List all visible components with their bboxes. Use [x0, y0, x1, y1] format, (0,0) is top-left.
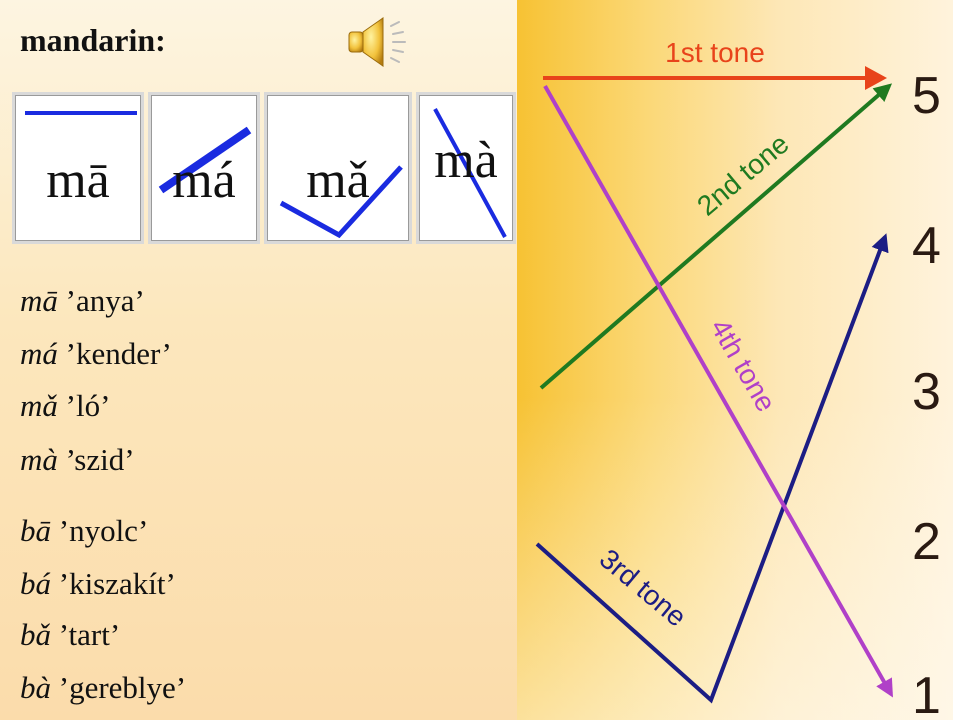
word-gloss: ’tart’	[51, 617, 121, 652]
word-gloss: ’szid’	[57, 442, 135, 477]
word-entry: má ’kender’	[20, 336, 172, 372]
level-3-label: 3	[912, 363, 941, 421]
word-list-panel: mandarin: mā má	[0, 0, 517, 720]
word-form: bǎ	[20, 617, 51, 652]
tone-box-4: mà	[416, 92, 516, 244]
tone-diagram-panel: 1st tone 2nd tone 3rd tone 4th tone 5 4 …	[517, 0, 953, 720]
word-entry: mā ’anya’	[20, 283, 145, 319]
word-gloss: ’kender’	[57, 336, 172, 371]
word-form: mǎ	[20, 388, 58, 423]
tone-box-syllable: mǎ	[306, 152, 370, 209]
tone3-line	[535, 233, 889, 704]
tone4-line	[543, 85, 893, 698]
word-entry: mǎ ’ló’	[20, 388, 110, 424]
word-form: bá	[20, 566, 51, 601]
word-entry: bá ’kiszakít’	[20, 566, 176, 602]
tone-box-2: má	[148, 92, 260, 244]
word-form: mà	[20, 442, 58, 477]
word-gloss: ’anya’	[57, 283, 145, 318]
tone-box-syllable: mā	[46, 152, 110, 209]
word-form: mā	[20, 283, 58, 318]
tone-box-1: mā	[12, 92, 144, 244]
level-5-label: 5	[912, 67, 941, 125]
tone2-line	[539, 83, 893, 390]
tone2-label: 2nd tone	[691, 128, 794, 222]
word-entry: bǎ ’tart’	[20, 617, 120, 653]
tone-box-3: mǎ	[264, 92, 412, 244]
word-form: má	[20, 336, 58, 371]
level-4-label: 4	[912, 217, 941, 275]
tone-box-syllable: mà	[434, 132, 498, 189]
word-entry: mà ’szid’	[20, 442, 135, 478]
level-2-label: 2	[912, 513, 941, 571]
tone4-label: 4th tone	[705, 314, 782, 417]
word-gloss: ’gereblye’	[51, 670, 187, 705]
word-gloss: ’ló’	[57, 388, 111, 423]
tone3-label: 3rd tone	[594, 543, 693, 633]
word-gloss: ’kiszakít’	[51, 566, 176, 601]
word-form: bà	[20, 670, 51, 705]
word-form: bā	[20, 513, 51, 548]
level-1-label: 1	[912, 667, 941, 720]
word-entry: bā ’nyolc’	[20, 513, 148, 549]
tone-diagram: 1st tone 2nd tone 3rd tone 4th tone	[535, 37, 893, 704]
tone-box-syllable: má	[172, 152, 236, 209]
word-gloss: ’nyolc’	[51, 513, 149, 548]
tone1-label: 1st tone	[665, 37, 765, 68]
tone1-arrowhead	[865, 66, 887, 90]
speaker-icon[interactable]	[343, 12, 423, 72]
word-entry: bà ’gereblye’	[20, 670, 186, 706]
page-title: mandarin:	[20, 22, 166, 58]
